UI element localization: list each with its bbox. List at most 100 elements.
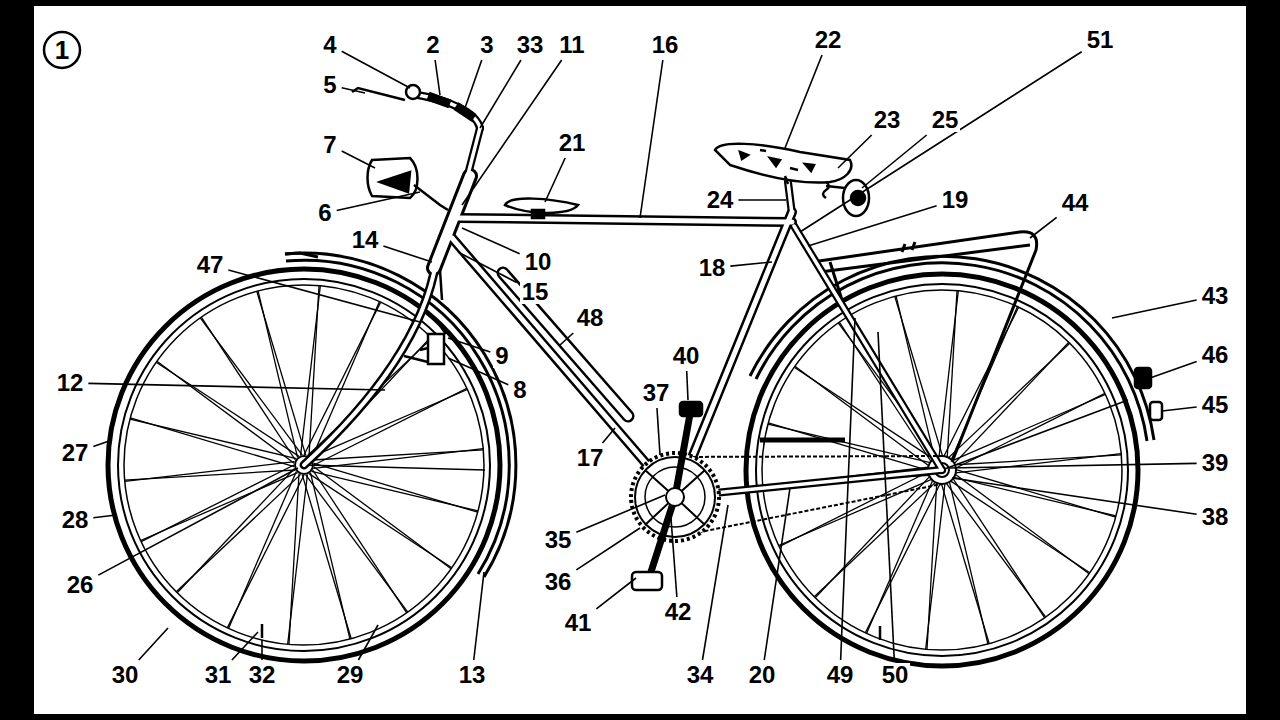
spoke — [302, 475, 351, 639]
saddle — [740, 150, 814, 171]
leader-line — [878, 332, 894, 660]
spoke — [156, 362, 299, 456]
mudguards — [285, 253, 516, 577]
callout-number: 29 — [335, 663, 366, 687]
handlebar-parts — [352, 88, 405, 100]
leader-line — [841, 318, 855, 660]
callout-number: 34 — [685, 663, 716, 687]
callout-number: 4 — [321, 33, 338, 57]
drivetrain — [631, 402, 942, 590]
handlebar-parts — [428, 96, 450, 104]
callout-number: 11 — [557, 33, 586, 57]
spoke — [815, 473, 932, 597]
carrier-rack — [812, 232, 1037, 462]
saddle — [715, 144, 851, 183]
child-saddle — [532, 210, 544, 218]
spoke — [289, 474, 299, 645]
mudguards — [285, 253, 1154, 577]
callout-number: 28 — [60, 508, 91, 532]
callout-number: 40 — [671, 344, 702, 368]
callout-number: 25 — [930, 108, 961, 132]
spoke — [306, 475, 408, 612]
leader-line — [358, 625, 378, 660]
leader-line — [228, 270, 420, 322]
drivetrain — [680, 402, 702, 416]
leader-line — [764, 488, 790, 660]
callout-number: 33 — [515, 33, 546, 57]
child-saddle — [505, 199, 578, 218]
spoke — [948, 395, 1105, 463]
front-brake — [404, 320, 446, 362]
spoke — [288, 474, 308, 644]
callout-number: 38 — [1200, 505, 1231, 529]
drivetrain — [645, 467, 705, 527]
leader-line — [800, 52, 1082, 232]
callout-number: 48 — [575, 306, 606, 330]
headlamp — [380, 172, 410, 192]
leader-line — [952, 478, 1197, 514]
callout-number: 49 — [825, 663, 856, 687]
frame-tubes — [412, 94, 480, 128]
leader-line — [1030, 217, 1057, 238]
spoke — [951, 342, 1068, 466]
handlebar-parts — [352, 85, 474, 118]
callout-number: 47 — [195, 253, 226, 277]
frame-tubes — [304, 262, 436, 465]
leader-line — [462, 228, 520, 254]
callout-number: 41 — [563, 611, 594, 635]
spoke — [310, 390, 467, 458]
leader-line — [702, 505, 728, 660]
drivetrain — [632, 572, 662, 590]
callout-number: 44 — [1060, 191, 1091, 215]
callout-number: 9 — [493, 344, 510, 368]
mudguards — [286, 260, 509, 574]
callout-number: 16 — [650, 33, 681, 57]
frame-tubes — [794, 226, 942, 470]
leader-line — [462, 60, 562, 205]
leader-line — [596, 578, 636, 609]
leader-line — [93, 515, 116, 518]
spoke — [952, 468, 1116, 517]
spoke — [947, 291, 957, 462]
leader-line — [342, 88, 365, 93]
drivetrain — [635, 457, 715, 537]
leader-line — [670, 505, 677, 597]
callout-number: 32 — [247, 663, 278, 687]
leader-line — [1150, 361, 1197, 378]
callout-number: 36 — [543, 570, 574, 594]
callout-number: 45 — [1200, 393, 1231, 417]
front-brake — [404, 270, 446, 364]
leader-line — [1112, 300, 1197, 318]
callout-number: 20 — [747, 663, 778, 687]
leader-line — [838, 135, 872, 168]
callout-number: 6 — [316, 201, 333, 225]
frame-tubes — [452, 238, 675, 497]
leader-line — [1162, 407, 1197, 411]
leader-line — [560, 333, 573, 345]
carrier-rack — [812, 232, 1037, 462]
headlamp — [368, 158, 418, 198]
frame-tubes — [788, 182, 792, 214]
callout-number: 35 — [543, 528, 574, 552]
leader-line — [576, 528, 640, 570]
callout-number: 17 — [575, 446, 606, 470]
spoke — [926, 479, 946, 649]
spoke — [314, 463, 478, 512]
leader-line — [139, 628, 168, 660]
leader-line — [730, 262, 772, 266]
callout-number: 23 — [872, 108, 903, 132]
callout-number: 31 — [203, 663, 234, 687]
callout-number: 5 — [321, 73, 338, 97]
leader-line — [458, 252, 517, 282]
callout-number: 37 — [641, 381, 672, 405]
callout-number: 46 — [1200, 343, 1231, 367]
callout-number: 10 — [523, 250, 554, 274]
callout-number: 24 — [705, 188, 736, 212]
drivetrain — [760, 438, 845, 443]
spoke — [927, 479, 937, 650]
paper-ground — [34, 6, 1246, 714]
leader-line — [448, 338, 490, 352]
frame-tubes — [434, 176, 470, 268]
leader-line — [785, 55, 822, 148]
